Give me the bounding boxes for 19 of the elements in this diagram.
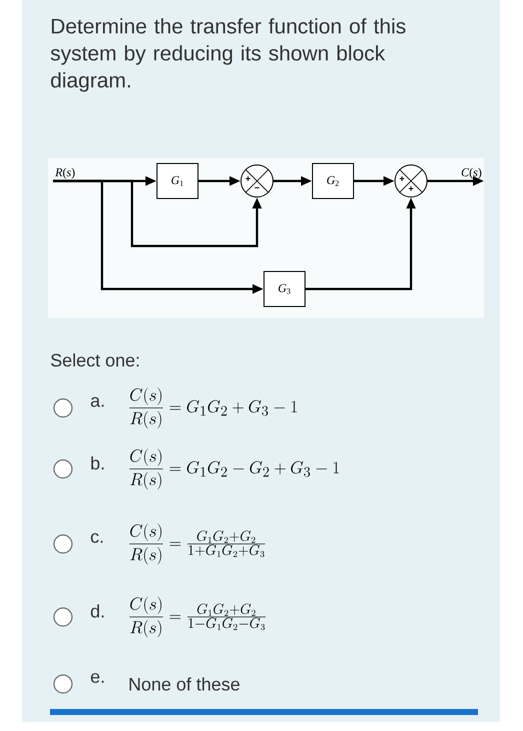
answer-formula: $\frac{C(s)}{R(s)} = G_1G_2+G_3-1$ xyxy=(129,388,297,428)
summing-junction: + − xyxy=(240,164,274,198)
question-text: Determine the transfer function of this system by reducing its shown block diagram. xyxy=(50,18,406,92)
option-letter: d. xyxy=(90,604,104,618)
option-letter: c. xyxy=(90,533,103,543)
answer-formula: $\frac{C(s)}{R(s)} = \tfrac{G_1G_2+G_2}{1+G_1G_2+G_3}$ xyxy=(129,524,266,564)
answer-formula: $\frac{C(s)}{R(s)} = \tfrac{G_1G_2+G_2}{1-G_1G_2-G_3}$ xyxy=(129,596,266,638)
option-letter: b. xyxy=(91,456,104,470)
option-letter: a. xyxy=(90,397,104,407)
signal-label: R(s) xyxy=(55,168,75,179)
answer-text: None of these xyxy=(130,677,240,691)
block-box: G$_{2}$ xyxy=(312,163,354,199)
summing-junction: + + xyxy=(394,164,428,198)
prompt-text: Select one: xyxy=(51,353,139,367)
block-box: G$_{3}$ xyxy=(264,271,306,307)
option-letter: e. xyxy=(90,673,104,683)
signal-label: C(s) xyxy=(462,168,482,179)
block-box: G$_{1}$ xyxy=(156,163,198,199)
answer-formula: $\frac{C(s)}{R(s)} = G_1G_2-G_2+G_3-1$ xyxy=(129,448,339,490)
